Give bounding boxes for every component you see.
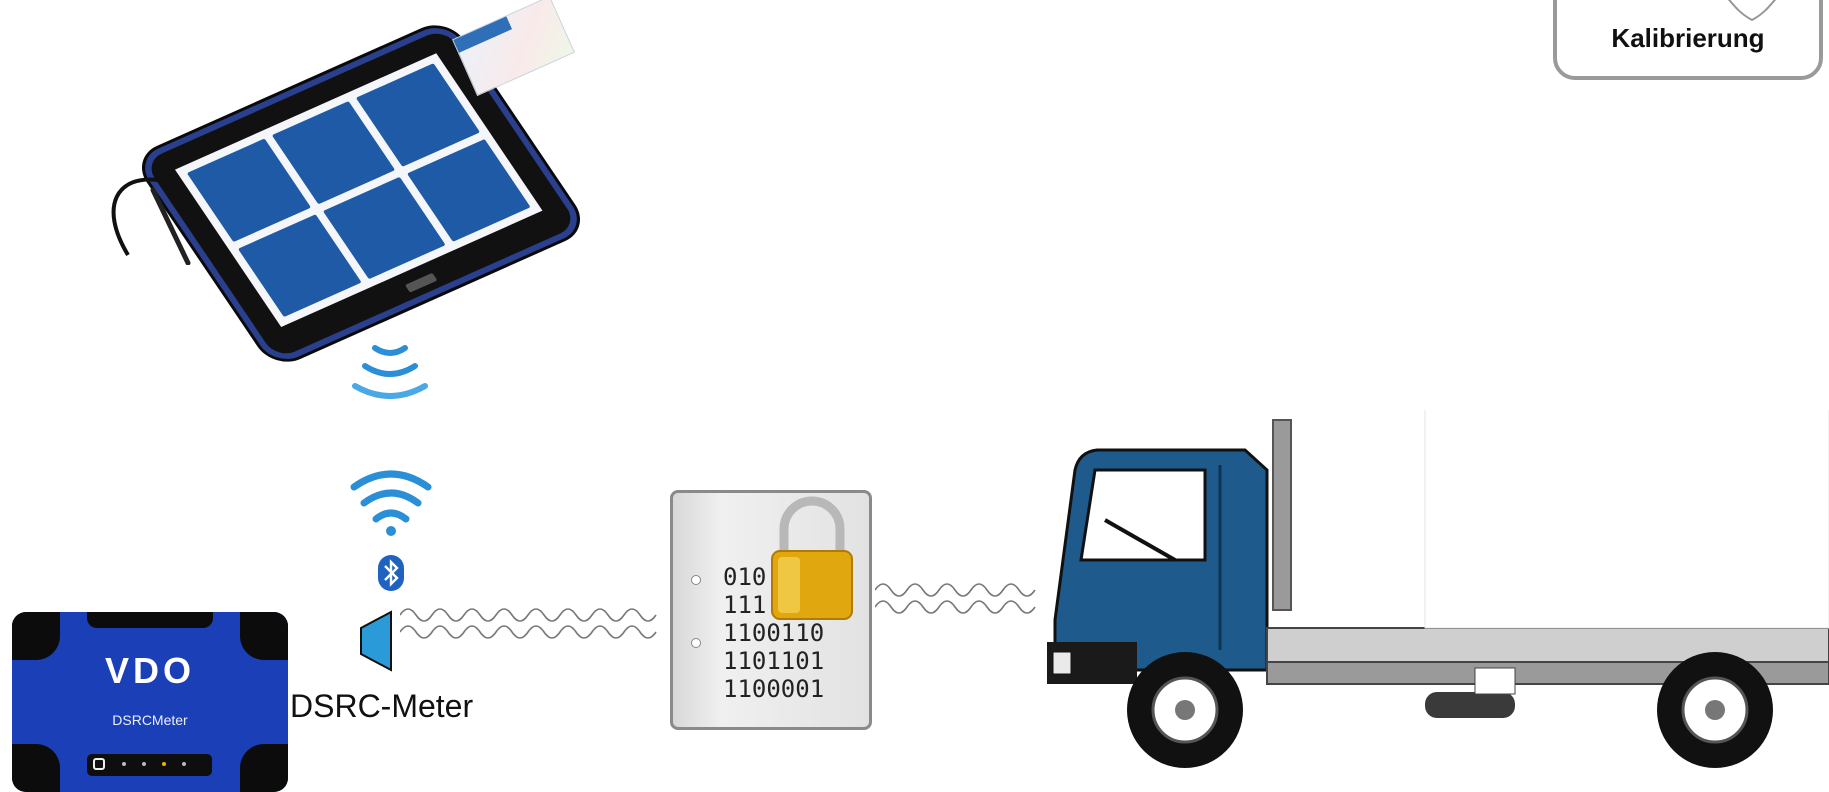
calibration-card: Kalibrierung bbox=[1553, 0, 1823, 80]
tablet-screen bbox=[175, 53, 542, 327]
binary-line: 1100001 bbox=[723, 675, 824, 703]
bluetooth-icon bbox=[378, 555, 404, 591]
device-control-panel bbox=[87, 754, 212, 776]
binary-line: 1101101 bbox=[723, 647, 824, 675]
radio-waves-icon bbox=[345, 340, 435, 415]
truck-signal-waves bbox=[875, 575, 1050, 625]
status-led bbox=[122, 762, 126, 766]
device-bumper bbox=[240, 744, 288, 792]
stylus-icon bbox=[98, 175, 208, 265]
binary-line: 111 bbox=[723, 591, 766, 619]
document-hole bbox=[691, 575, 701, 585]
padlock-icon bbox=[770, 495, 854, 623]
dsrc-signal-waves bbox=[400, 600, 670, 650]
dsrc-meter-device: VDO DSRCMeter bbox=[12, 612, 288, 792]
wifi-icon bbox=[348, 465, 434, 537]
truck-icon bbox=[1045, 410, 1829, 792]
status-led bbox=[182, 762, 186, 766]
device-top-bumper bbox=[87, 612, 213, 628]
dsrc-caption: DSRC-Meter bbox=[290, 688, 473, 725]
dsrc-device-name: DSRCMeter bbox=[12, 712, 288, 728]
vdo-logo: VDO bbox=[12, 650, 288, 692]
document-hole bbox=[691, 638, 701, 648]
tablet-logo bbox=[405, 273, 438, 293]
binary-line: 1100110 bbox=[723, 619, 824, 647]
status-led bbox=[142, 762, 146, 766]
status-led bbox=[162, 762, 166, 766]
calibration-label: Kalibrierung bbox=[1557, 23, 1819, 54]
power-icon bbox=[93, 758, 105, 770]
binary-line: 010 bbox=[723, 563, 766, 591]
device-bumper bbox=[12, 744, 60, 792]
antenna-icon bbox=[357, 610, 395, 672]
